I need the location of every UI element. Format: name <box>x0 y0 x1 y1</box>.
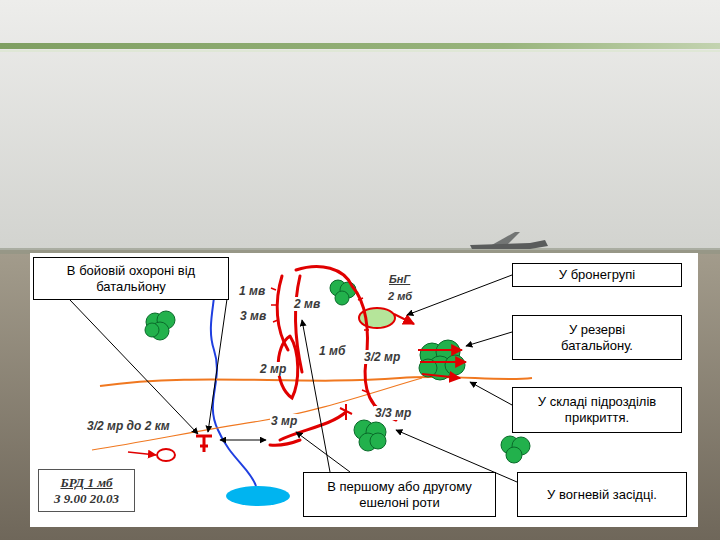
box-subtext: З 9.00 20.03 <box>54 491 119 507</box>
outpost-symbol <box>196 436 212 452</box>
map-label: 1 мв <box>238 284 266 298</box>
field <box>0 250 720 540</box>
green-band-light <box>0 50 720 52</box>
box-text: У бронегрупі <box>559 267 635 283</box>
lake <box>226 486 290 506</box>
sky <box>0 0 720 250</box>
map-label: 3/2 мр до 2 км <box>86 419 171 433</box>
callout-box: У вогневій засідці. <box>517 472 687 517</box>
distance-arrow <box>220 440 266 441</box>
box-text: У резерві батальйону. <box>542 322 652 354</box>
leader-lines <box>70 275 517 482</box>
callout-box: В бойовій охороні від батальйону <box>33 257 229 300</box>
tree <box>354 420 386 451</box>
ambush-symbol <box>340 404 352 420</box>
map-label: 3 мв <box>239 309 267 323</box>
map-label: БнГ <box>388 272 411 286</box>
tree <box>145 311 175 340</box>
outpost-arrow <box>128 452 156 455</box>
map-label: 3/3 мр <box>374 406 412 420</box>
tree <box>419 340 465 380</box>
map-panel <box>30 253 698 527</box>
map-label: 2 мр <box>259 362 287 376</box>
map-label: 3 мр <box>270 414 298 428</box>
box-text: У складі підрозділів прикриття. <box>519 394 675 426</box>
map-label: 1 мб <box>318 344 346 358</box>
map-label: 3/2 мр <box>363 350 401 364</box>
outpost-mark <box>157 449 175 461</box>
box-text: БРД 1 мб <box>60 475 112 491</box>
road <box>92 378 422 450</box>
reserve-arrows <box>394 314 466 378</box>
map-label: 2 мв <box>293 297 321 311</box>
callout-box: В першому або другому ешелоні роти <box>303 472 496 517</box>
road <box>100 377 532 386</box>
tree <box>501 436 530 463</box>
airplane <box>470 232 548 249</box>
callout-box: У складі підрозділів прикриття. <box>512 387 682 433</box>
callout-box: У резерві батальйону. <box>512 315 682 360</box>
unit-tag-box: БРД 1 мбЗ 9.00 20.03 <box>38 469 135 512</box>
map-label: 2 мб <box>387 289 413 303</box>
box-text: В першому або другому ешелоні роти <box>310 479 489 511</box>
box-text: У вогневій засідці. <box>547 487 657 503</box>
green-band <box>0 43 720 49</box>
box-text: В бойовій охороні від батальйону <box>40 263 222 295</box>
callout-box: У бронегрупі <box>512 263 682 287</box>
